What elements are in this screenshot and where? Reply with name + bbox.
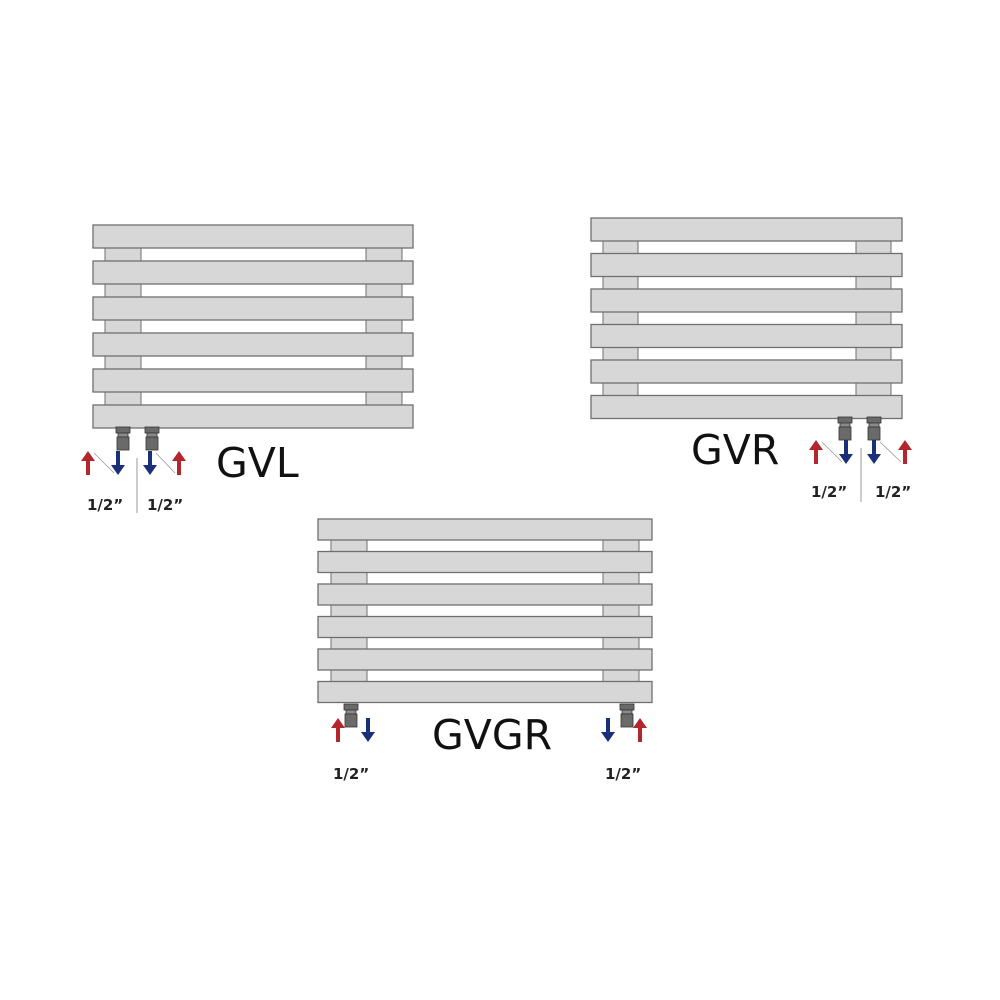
radiator-label-gvgr: GVGR — [432, 711, 552, 759]
connection-size-gvl-2: 1/2” — [147, 496, 183, 514]
valve-icon — [837, 416, 853, 441]
radiator-bar — [590, 323, 903, 349]
connection-size-gvgr-2: 1/2” — [605, 765, 641, 783]
radiator-label-gvl: GVL — [216, 439, 299, 487]
right-post — [365, 228, 403, 425]
return-arrow-icon — [111, 451, 125, 475]
radiator-bar — [92, 404, 414, 429]
radiator-bar — [92, 224, 414, 249]
radiator-bar — [92, 260, 414, 285]
radiator-bar — [590, 359, 903, 384]
radiator-bar — [317, 550, 653, 574]
radiator-bar — [92, 296, 414, 321]
radiator-bar — [92, 368, 414, 393]
left-post — [104, 228, 142, 425]
radiator-bar — [317, 680, 653, 704]
connection-size-gvl-1: 1/2” — [87, 496, 123, 514]
radiator-bar — [317, 615, 653, 639]
radiator-bar — [92, 332, 414, 357]
radiator-bar — [317, 518, 653, 541]
connection-size-gvr-1: 1/2” — [811, 483, 847, 501]
connector-line — [155, 452, 176, 474]
valve-icon — [144, 426, 160, 451]
radiator-bar — [590, 288, 903, 313]
connector-line — [93, 452, 115, 474]
radiator-bar — [590, 252, 903, 278]
radiator-bar — [590, 217, 903, 242]
return-arrow-icon — [867, 440, 881, 464]
connector-line — [879, 441, 902, 463]
radiator-gvgr — [317, 518, 653, 742]
return-arrow-icon — [143, 451, 157, 475]
radiator-gvr — [590, 217, 912, 502]
connector-line — [821, 441, 843, 463]
valve-icon — [866, 416, 882, 441]
radiator-bar — [590, 394, 903, 420]
return-arrow-icon — [839, 440, 853, 464]
radiator-bar — [317, 583, 653, 606]
return-arrow-icon — [601, 718, 615, 742]
connection-size-gvgr-1: 1/2” — [333, 765, 369, 783]
supply-arrow-icon — [172, 451, 186, 475]
radiator-bar — [317, 648, 653, 671]
right-post — [855, 221, 892, 415]
connection-size-gvr-2: 1/2” — [875, 483, 911, 501]
valve-icon — [115, 426, 131, 451]
right-post — [602, 522, 640, 699]
radiator-gvl — [81, 224, 414, 513]
supply-arrow-icon — [331, 718, 345, 742]
supply-arrow-icon — [898, 440, 912, 464]
left-post — [330, 522, 368, 699]
supply-arrow-icon — [633, 718, 647, 742]
supply-arrow-icon — [81, 451, 95, 475]
supply-arrow-icon — [809, 440, 823, 464]
valve-icon — [619, 703, 635, 728]
radiator-label-gvr: GVR — [691, 426, 779, 474]
left-post — [602, 221, 639, 415]
valve-icon — [343, 703, 359, 728]
return-arrow-icon — [361, 718, 375, 742]
